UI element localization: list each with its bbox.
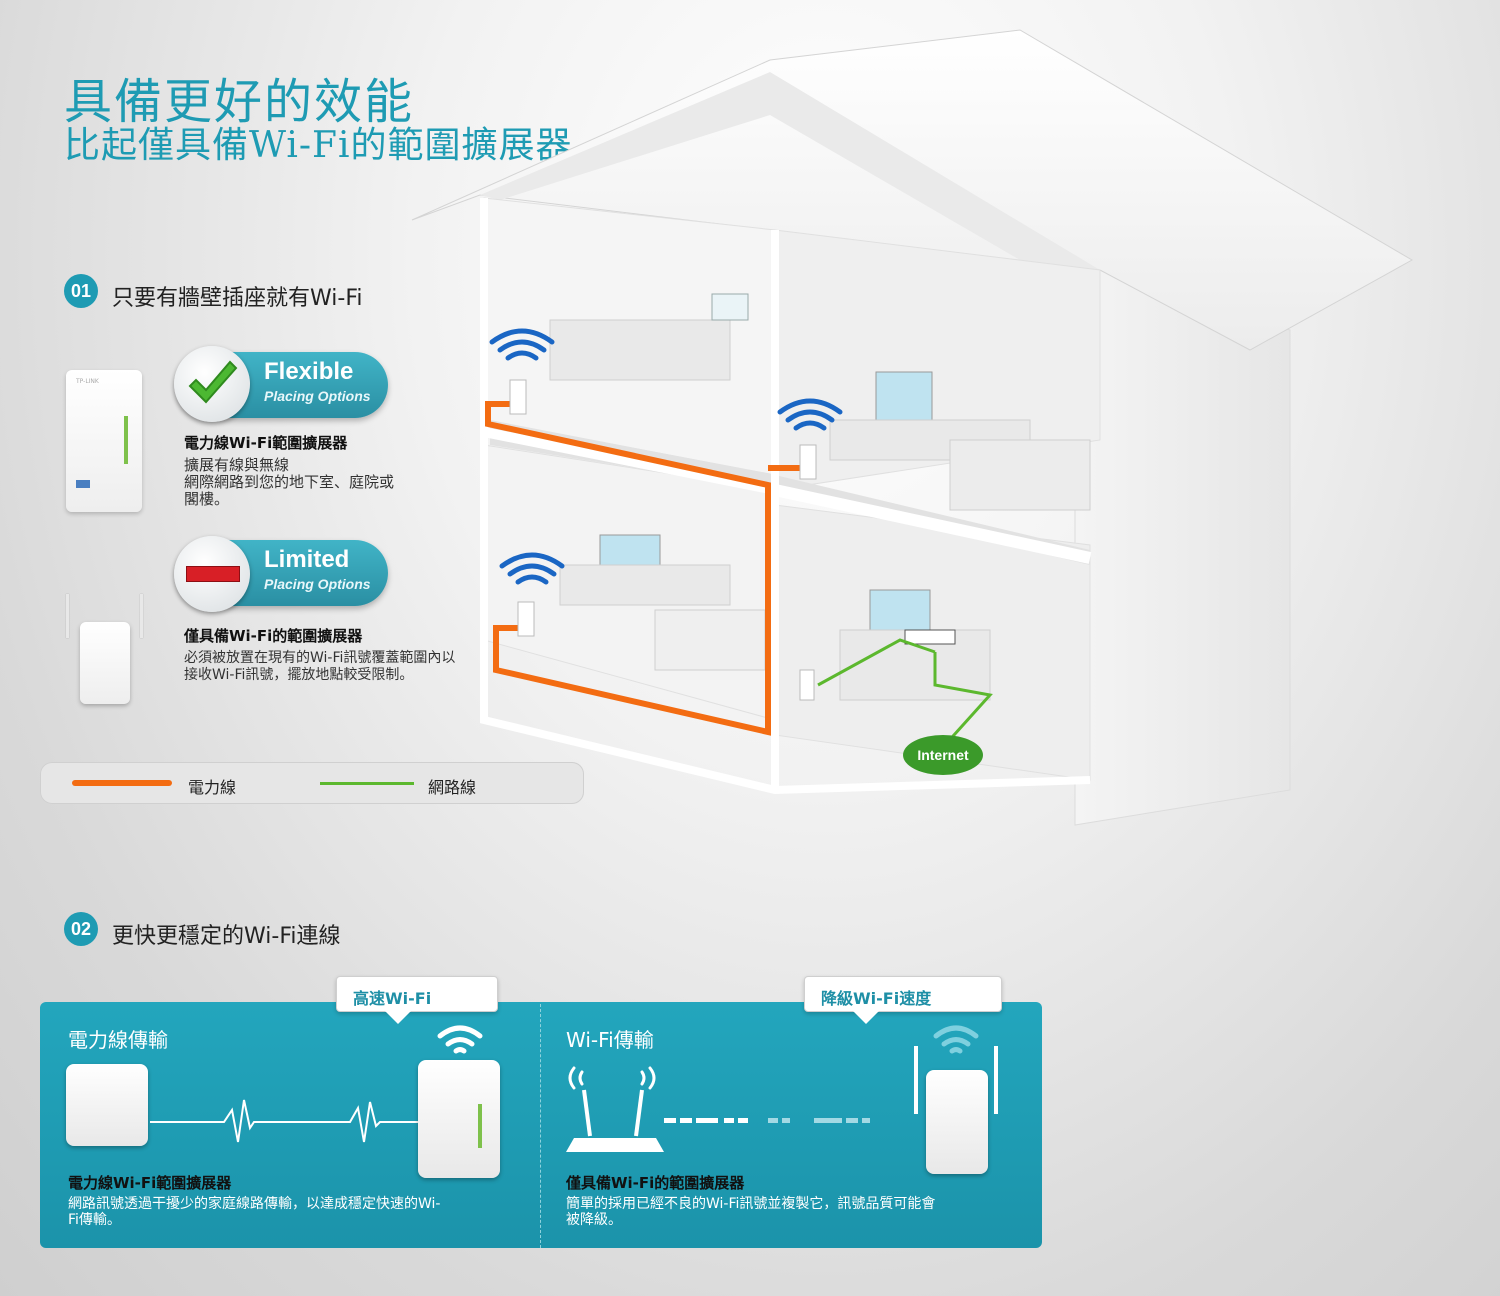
callout-pointer — [852, 1010, 880, 1024]
limited-desc-line: 必須被放置在現有的Wi-Fi訊號覆蓋範圍內以 — [184, 650, 456, 666]
limited-sublabel: Placing Options — [264, 576, 371, 592]
powerline-adapter-image — [66, 1064, 148, 1146]
powerline-transmission-heading: 電力線傳輸 — [68, 1028, 168, 1052]
wifi-extender-desc-line: 被降級。 — [566, 1212, 622, 1228]
device-led-strip — [124, 416, 128, 464]
network-legend-swatch — [320, 782, 414, 785]
device-brand-label: TP-LINK — [76, 378, 99, 385]
powerline-extender-desc-line: Fi傳輸。 — [68, 1212, 121, 1228]
limited-label: Limited — [264, 546, 350, 573]
comparison-panel — [40, 1002, 1042, 1248]
powerline-legend-swatch — [72, 780, 172, 786]
flexible-desc-line: 閣樓。 — [184, 490, 230, 508]
section-number-02: 02 — [64, 912, 98, 946]
limited-desc: 必須被放置在現有的Wi-Fi訊號覆蓋範圍內以 接收Wi-Fi訊號，擺放地點較受限… — [184, 650, 455, 684]
flexible-desc: 擴展有線與無線 網際網路到您的地下室、庭院或 閣樓。 — [184, 457, 394, 508]
powerline-extender-desc-line: 網路訊號透過干擾少的家庭線路傳輸，以達成穩定快速的Wi- — [68, 1196, 441, 1212]
wifi-weak-icon — [933, 1025, 979, 1054]
internet-label: Internet — [917, 747, 969, 763]
minus-icon — [174, 536, 250, 612]
legend: 電力線 網路線 — [40, 762, 584, 804]
device-badge — [76, 480, 90, 488]
wifi-extender-desc: 簡單的採用已經不良的Wi-Fi訊號並複製它，訊號品質可能會 被降級。 — [566, 1196, 935, 1228]
high-speed-callout: 高速Wi-Fi — [336, 976, 498, 1012]
degraded-speed-callout: 降級Wi-Fi速度 — [804, 976, 1002, 1012]
wifi-extender-desc-line: 簡單的採用已經不良的Wi-Fi訊號並複製它，訊號品質可能會 — [566, 1196, 936, 1212]
flexible-desc-line: 擴展有線與無線 — [184, 456, 290, 474]
wifi-strong-icon — [437, 1025, 483, 1054]
powerline-legend-label: 電力線 — [188, 778, 237, 797]
powerline-signal-wave — [150, 1099, 420, 1143]
limited-badge: Limited Placing Options — [174, 536, 388, 612]
wifi-only-extender-image — [908, 1046, 1004, 1176]
flexible-sublabel: Placing Options — [264, 388, 371, 404]
flexible-label: Flexible — [264, 358, 354, 385]
wifi-transmission-heading: Wi-Fi傳輸 — [566, 1028, 654, 1052]
house-illustration: Internet — [411, 29, 1414, 826]
powerline-extender-desc: 網路訊號透過干擾少的家庭線路傳輸，以達成穩定快速的Wi- Fi傳輸。 — [68, 1196, 440, 1228]
flexible-badge: Flexible Placing Options — [174, 346, 388, 422]
section-title-1: 只要有牆壁插座就有Wi-Fi — [112, 286, 363, 311]
network-legend-label: 網路線 — [428, 778, 477, 797]
weak-signal-dashes — [664, 1118, 870, 1123]
check-icon — [174, 346, 250, 422]
page-title: 具備更好的效能 — [64, 74, 415, 130]
wifi-extender-image — [62, 594, 148, 706]
powerline-wifi-extender-image — [418, 1060, 500, 1178]
callout-pointer — [384, 1010, 412, 1024]
powerline-extender-title: 電力線Wi-Fi範圍擴展器 — [68, 1174, 232, 1192]
section-number-01: 01 — [64, 274, 98, 308]
section-title-2: 更快更穩定的Wi-Fi連線 — [112, 924, 341, 949]
wifi-extender-title: 僅具備Wi-Fi的範圍擴展器 — [566, 1174, 745, 1192]
limited-desc-line: 接收Wi-Fi訊號，擺放地點較受限制。 — [184, 667, 414, 683]
powerline-extender-image: TP-LINK — [66, 370, 142, 512]
page-subtitle: 比起僅具備Wi-Fi的範圍擴展器 — [64, 125, 573, 166]
wifi-router-image — [566, 1066, 664, 1152]
flexible-product-title: 電力線Wi-Fi範圍擴展器 — [184, 434, 348, 452]
flexible-desc-line: 網際網路到您的地下室、庭院或 — [184, 473, 395, 491]
panel-divider — [540, 1004, 541, 1248]
limited-product-title: 僅具備Wi-Fi的範圍擴展器 — [184, 627, 363, 645]
